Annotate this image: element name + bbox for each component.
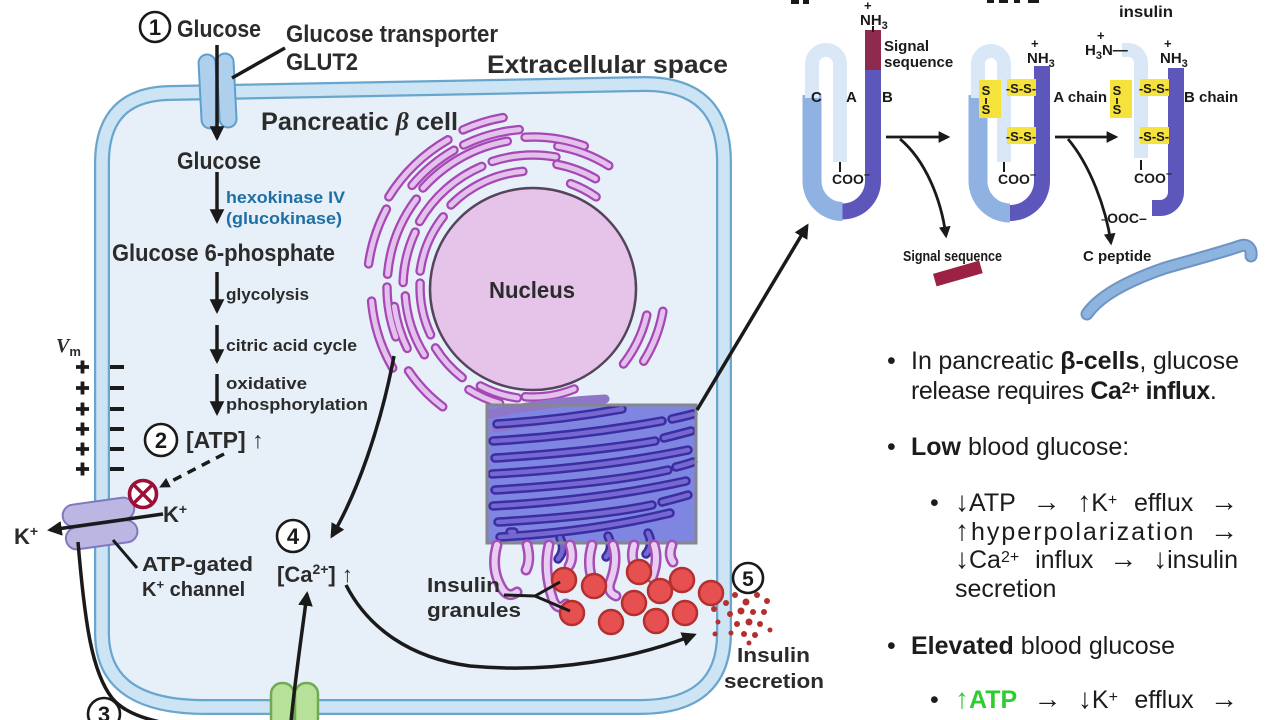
svg-text:Signal sequence: Signal sequence xyxy=(903,248,1002,265)
svg-text:S: S xyxy=(1113,102,1122,117)
svg-text:K+: K+ xyxy=(14,523,38,549)
svg-text:[Ca2+] ↑: [Ca2+] ↑ xyxy=(277,561,353,587)
svg-text:K+ channel: K+ channel xyxy=(142,577,245,601)
svg-text:B: B xyxy=(882,89,893,106)
svg-text:COO–: COO– xyxy=(998,169,1036,187)
svg-text:granules: granules xyxy=(427,600,521,622)
svg-text:Glucose: Glucose xyxy=(177,16,261,43)
svg-text:S: S xyxy=(982,102,991,117)
svg-text:NH3: NH3 xyxy=(1160,50,1188,70)
svg-text:NH3: NH3 xyxy=(1027,50,1055,70)
svg-text:phosphorylation: phosphorylation xyxy=(226,395,368,414)
svg-text:A chain: A chain xyxy=(1053,89,1107,106)
svg-text:secretion: secretion xyxy=(724,671,824,693)
svg-text:2: 2 xyxy=(155,428,167,453)
svg-text:glycolysis: glycolysis xyxy=(226,285,309,304)
svg-text:Glucose: Glucose xyxy=(177,148,261,175)
svg-text:B chain: B chain xyxy=(1184,89,1238,106)
svg-text:Pancreatic β cell: Pancreatic β cell xyxy=(261,108,458,136)
svg-text:1: 1 xyxy=(149,15,161,40)
svg-text:Nucleus: Nucleus xyxy=(489,277,575,303)
svg-text:ATP-gated: ATP-gated xyxy=(142,554,253,576)
svg-text:Extracellular space: Extracellular space xyxy=(487,51,728,79)
svg-text:(glucokinase): (glucokinase) xyxy=(226,209,342,228)
svg-text:Signal: Signal xyxy=(884,38,929,55)
svg-text:NH3: NH3 xyxy=(860,12,888,32)
svg-text:oxidative: oxidative xyxy=(226,374,307,393)
svg-text:-S-S-: -S-S- xyxy=(1139,129,1169,144)
svg-text:GLUT2: GLUT2 xyxy=(286,49,358,76)
svg-text:C peptide: C peptide xyxy=(1083,248,1151,265)
svg-text:Glucose 6-phosphate: Glucose 6-phosphate xyxy=(112,240,335,267)
svg-text:5: 5 xyxy=(742,568,754,591)
svg-text:S: S xyxy=(1113,83,1122,98)
svg-text:+: + xyxy=(1164,36,1172,51)
svg-text:–OOC–: –OOC– xyxy=(1101,210,1147,226)
svg-text:H3N—: H3N— xyxy=(1085,42,1128,62)
svg-text:-S-S-: -S-S- xyxy=(1006,81,1036,96)
svg-text:Vm: Vm xyxy=(56,335,81,359)
svg-text:A: A xyxy=(846,89,857,106)
svg-text:+: + xyxy=(1031,36,1039,51)
svg-text:citric acid cycle: citric acid cycle xyxy=(226,336,357,355)
svg-text:Glucose transporter: Glucose transporter xyxy=(286,21,498,48)
svg-text:+: + xyxy=(1097,28,1105,43)
svg-text:S: S xyxy=(982,83,991,98)
svg-text:Insulin: Insulin xyxy=(737,645,810,667)
svg-text:insulin: insulin xyxy=(1119,4,1173,21)
svg-text:Insulin: Insulin xyxy=(427,575,500,597)
svg-text:4: 4 xyxy=(287,524,300,549)
svg-text:COO–: COO– xyxy=(1134,168,1172,186)
svg-text:-S-S-: -S-S- xyxy=(1139,81,1169,96)
svg-text:+: + xyxy=(864,0,872,13)
svg-text:-S-S-: -S-S- xyxy=(1006,129,1036,144)
svg-text:COO–: COO– xyxy=(832,169,870,187)
svg-text:sequence: sequence xyxy=(884,54,953,71)
svg-text:hexokinase IV: hexokinase IV xyxy=(226,188,346,207)
svg-text:C: C xyxy=(811,89,822,106)
svg-text:[ATP] ↑: [ATP] ↑ xyxy=(186,427,264,453)
svg-text:3: 3 xyxy=(98,702,110,720)
